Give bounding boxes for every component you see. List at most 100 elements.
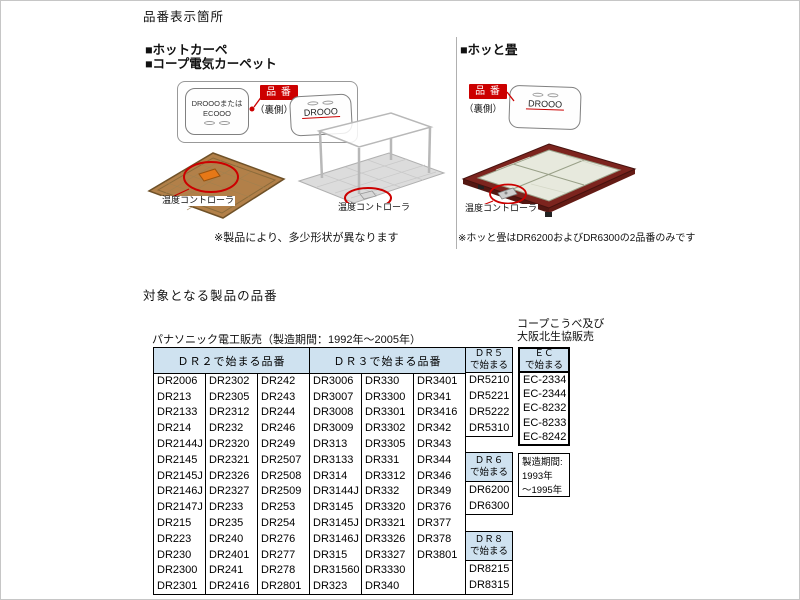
model-cell: DR3401 [413, 373, 467, 390]
model-cell: DR5310 [469, 421, 510, 434]
panel-divider [456, 37, 457, 249]
red-dot-marker [249, 106, 255, 112]
model-cell: DR3801 [413, 547, 467, 564]
model-cell: DR2320 [205, 436, 258, 453]
model-cell: DR3009 [309, 420, 363, 437]
model-cell: DR2305 [205, 389, 258, 406]
controller-model-text-1: DROOOまたは [191, 99, 243, 108]
model-cell: DR235 [205, 515, 258, 532]
model-cell: DR2327 [205, 484, 258, 500]
left-heading-hot-carpet: ■ホットカーペ [145, 43, 228, 57]
model-cell: DR213 [153, 389, 206, 406]
model-cell: DR341 [413, 389, 467, 406]
temp-controller-label-carpet: 温度コントローラ [161, 195, 236, 206]
model-cell: DR242 [256, 373, 311, 390]
model-cell: DR2321 [205, 452, 258, 469]
carpet-controller-illustration-1: DROOOまたは ECOOO [185, 88, 249, 135]
model-cell: DR343 [413, 436, 467, 453]
ec-period-line3: ～1995年 [522, 484, 563, 496]
header-dr6: ＤＲ６ で始まる [465, 452, 513, 482]
model-cell: DR3007 [309, 389, 363, 406]
coop-note-line2: 大阪北生協販売 [517, 331, 594, 343]
model-cell: DR377 [413, 515, 467, 532]
model-cell: DR3416 [413, 405, 467, 421]
model-cell: DR5221 [469, 389, 510, 402]
left-note: ※製品により、多少形状が異なります [214, 232, 399, 244]
model-cell: DR277 [256, 547, 311, 564]
red-highlight-ellipse-carpet [183, 161, 239, 193]
model-cell: DR313 [309, 436, 363, 453]
right-heading-hot-tatami: ■ホッと畳 [460, 43, 518, 57]
model-cell: DR3006 [309, 373, 363, 390]
model-cell: DR2302 [205, 373, 258, 390]
vendor-note: パナソニック電工販売（製造期間：1992年～2005年） [152, 334, 421, 346]
model-cell: DR3146J [309, 531, 363, 548]
model-cell: DR340 [361, 578, 415, 595]
model-cell: DR232 [205, 420, 258, 437]
carpet-controller-spot [198, 168, 221, 182]
model-cell: DR2416 [205, 578, 258, 595]
model-cell: DR246 [256, 420, 311, 437]
header-dr6-line2: で始まる [469, 467, 508, 478]
hinban-badge-right: 品 番 [469, 84, 507, 99]
model-cell: DR3330 [361, 563, 415, 579]
model-cell: DR3326 [361, 531, 415, 548]
model-cell: DR332 [361, 484, 415, 500]
model-cell: EC-2334 [523, 374, 567, 386]
header-dr5: ＤＲ５ で始まる [465, 347, 513, 373]
model-cell: DR240 [205, 531, 258, 548]
model-cell: DR3312 [361, 468, 415, 485]
model-cell: DR278 [256, 563, 311, 579]
header-dr8-line2: で始まる [469, 546, 508, 557]
header-dr8: ＤＲ８ で始まる [465, 531, 513, 561]
model-cell: DR2507 [256, 452, 311, 469]
model-cell: DR331 [361, 452, 415, 469]
model-cell: DR241 [205, 563, 258, 579]
section2-title: 対象となる製品の品番 [143, 289, 278, 303]
model-cell: DR2326 [205, 468, 258, 485]
dr5-values: DR5210 DR5221 DR5222 DR5310 [465, 373, 513, 437]
model-cell [413, 578, 467, 595]
model-cell: DR2145 [153, 452, 206, 469]
model-cell: DR2801 [256, 578, 311, 595]
model-cell: DR3133 [309, 452, 363, 469]
table-illustration [316, 112, 434, 148]
model-cell: DR2508 [256, 468, 311, 485]
model-cell: DR2301 [153, 578, 206, 595]
model-cell: DR31560 [309, 563, 363, 579]
model-cell: DR3301 [361, 405, 415, 421]
left-heading-coop-carpet: ■コープ電気カーペット [145, 57, 277, 71]
model-cell: DR314 [309, 468, 363, 485]
header-ec-line2: で始まる [524, 360, 563, 371]
dr6-values: DR6200 DR6300 [465, 482, 513, 515]
coop-note-line1: コープこうべ及び [517, 318, 605, 330]
ec-values: EC-2334 EC-2344 EC-8232 EC-8233 EC-8242 [518, 373, 570, 446]
model-cell: DR6300 [469, 500, 510, 513]
model-cell: DR330 [361, 373, 415, 390]
model-cell: EC-2344 [523, 388, 567, 401]
temp-controller-label-tatami: 温度コントローラ [464, 203, 539, 214]
model-cell: EC-8232 [523, 402, 567, 415]
header-dr8-line1: ＤＲ８ [474, 534, 504, 546]
hinban-badge-left: 品 番 [260, 85, 298, 100]
model-cell: DR315 [309, 547, 363, 564]
model-cell: DR6200 [469, 484, 510, 496]
model-cell: DR2300 [153, 563, 206, 579]
ec-period-line2: 1993年 [522, 470, 553, 482]
header-dr2: ＤＲ２で始まる品番 [152, 347, 311, 374]
model-cell: DR5210 [469, 374, 510, 386]
model-cell: DR3300 [361, 389, 415, 406]
model-cell: DR2146J [153, 484, 206, 500]
model-cell: DR2312 [205, 405, 258, 421]
model-cell: DR344 [413, 452, 467, 469]
right-note: ※ホッと畳はDR6200およびDR6300の2品番のみです [458, 233, 696, 244]
model-cell: DR2006 [153, 373, 206, 390]
model-cell: DR3302 [361, 420, 415, 437]
header-dr6-line1: ＤＲ６ [474, 455, 504, 467]
model-cell: DR254 [256, 515, 311, 532]
dr8-values: DR8215 DR8315 [465, 561, 513, 595]
model-cell: DR230 [153, 547, 206, 564]
temp-controller-label-rug: 温度コントローラ [337, 202, 412, 213]
